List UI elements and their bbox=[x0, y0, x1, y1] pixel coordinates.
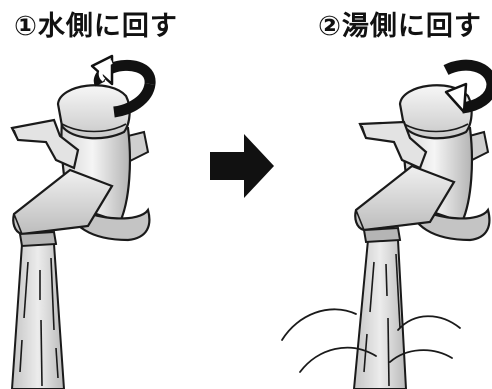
counterclockwise-arrow-icon bbox=[90, 54, 156, 118]
water-splash bbox=[281, 308, 461, 373]
faucet-right bbox=[281, 84, 491, 389]
step-2-title: ②湯側に回す bbox=[318, 11, 482, 42]
right-arrow-icon bbox=[210, 134, 274, 198]
faucet-left bbox=[10, 84, 151, 389]
water-stream-left bbox=[10, 243, 66, 389]
step-1-title: ①水側に回す bbox=[14, 11, 178, 42]
water-stream-right bbox=[352, 239, 408, 389]
